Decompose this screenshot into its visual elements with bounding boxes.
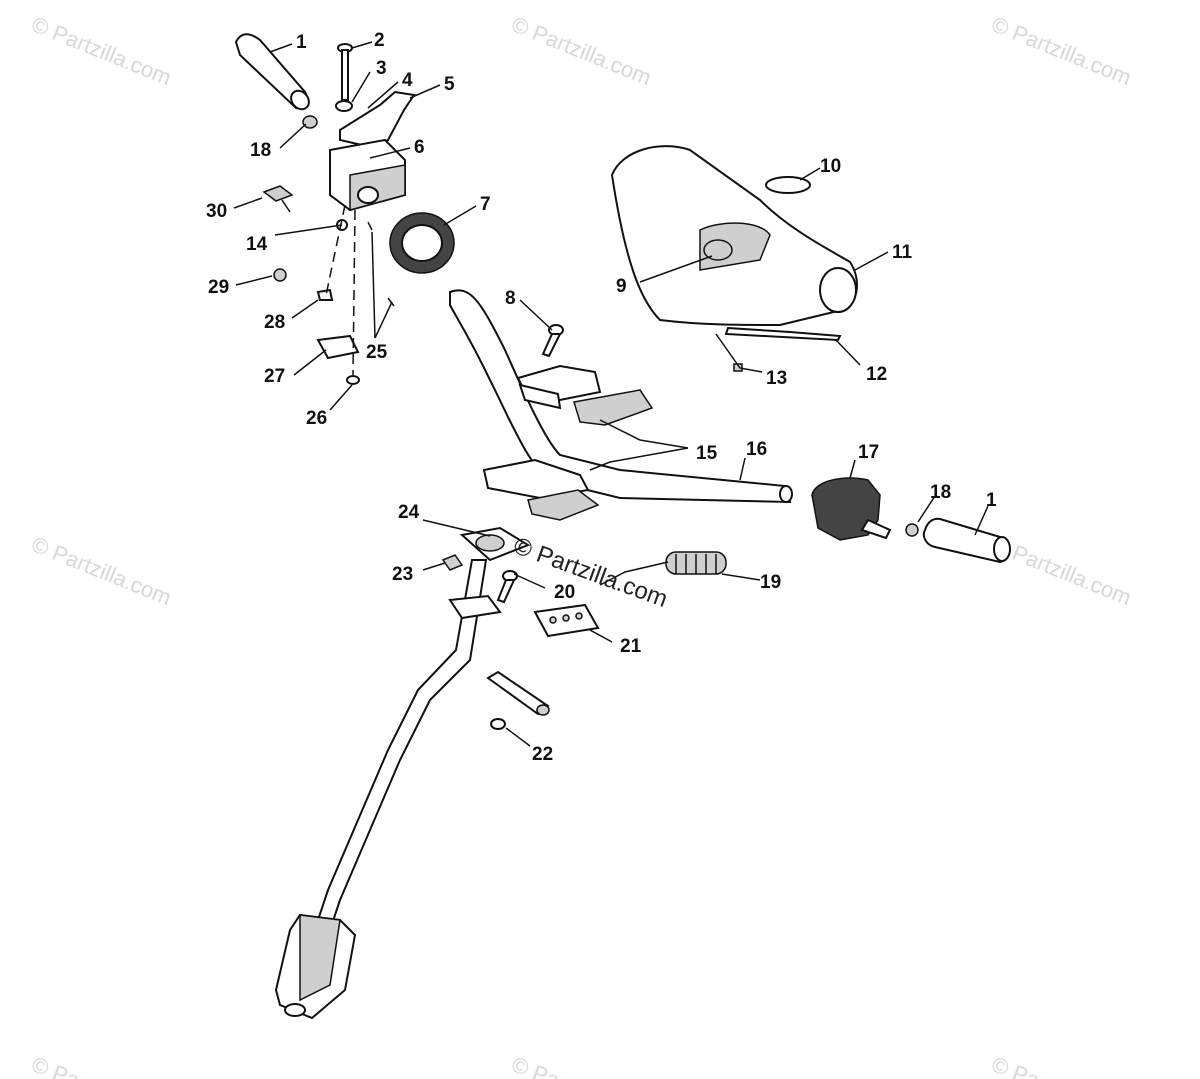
label-13: 13 <box>766 368 787 389</box>
label-1-left: 1 <box>296 32 307 53</box>
upper-plate-24 <box>448 526 531 620</box>
watermark-center: © Partzilla.com <box>510 532 671 613</box>
label-28: 28 <box>264 312 285 333</box>
plug-18-left <box>302 115 318 129</box>
label-18-left: 18 <box>250 140 271 161</box>
label-1-right: 1 <box>986 490 997 511</box>
watermark-mid-left: © Partzilla.com <box>28 531 175 610</box>
label-6: 6 <box>414 137 425 158</box>
bolt-20 <box>496 570 518 604</box>
watermark-top-left: © Partzilla.com <box>28 11 175 90</box>
grip-1-left <box>234 33 310 111</box>
label-15: 15 <box>696 443 718 464</box>
label-10: 10 <box>820 156 841 177</box>
watermark-mid-right: © Partzilla.com <box>988 531 1135 610</box>
bolt-8 <box>541 324 564 358</box>
spacer-22 <box>486 670 550 730</box>
label-4: 4 <box>402 70 413 91</box>
watermark-top-right: © Partzilla.com <box>988 11 1135 90</box>
plate-21 <box>533 603 600 638</box>
oval-10 <box>765 176 811 194</box>
steering-post <box>274 559 488 1020</box>
label-25: 25 <box>366 342 388 363</box>
label-30: 30 <box>206 201 227 222</box>
label-7: 7 <box>480 194 491 215</box>
label-14: 14 <box>246 234 268 255</box>
grip-1-right <box>922 517 1011 564</box>
label-18-right: 18 <box>930 482 951 503</box>
switch-30 <box>262 185 294 213</box>
watermark-bottom-left: © Partzilla.com <box>28 1051 175 1079</box>
label-20: 20 <box>554 582 575 603</box>
label-2: 2 <box>374 30 385 51</box>
clamps-15 <box>482 364 654 521</box>
label-29: 29 <box>208 277 229 298</box>
hand-guard-11 <box>610 145 858 327</box>
label-21: 21 <box>620 636 642 657</box>
plug-18-right <box>905 523 919 537</box>
throttle-block-6 <box>329 138 406 212</box>
watermark-top-center: © Partzilla.com <box>508 11 655 90</box>
washer-3 <box>335 100 353 112</box>
control-17 <box>811 477 892 541</box>
label-23: 23 <box>392 564 413 585</box>
watermark-bottom-right: © Partzilla.com <box>988 1051 1135 1079</box>
label-24: 24 <box>398 502 420 523</box>
label-3: 3 <box>376 58 387 79</box>
heater-19 <box>599 551 727 586</box>
handlebar-16 <box>449 289 793 504</box>
label-17: 17 <box>858 442 879 463</box>
label-27: 27 <box>264 366 285 387</box>
label-8: 8 <box>505 288 516 309</box>
housing-7 <box>389 212 455 274</box>
strip-12 <box>724 326 842 342</box>
label-22: 22 <box>532 744 553 765</box>
label-19: 19 <box>760 572 781 593</box>
bolt-2 <box>337 43 353 101</box>
nut-23 <box>441 554 464 571</box>
lever-5 <box>339 90 416 150</box>
label-11: 11 <box>892 242 913 263</box>
watermark-bottom-center: © Partzilla.com <box>508 1051 655 1079</box>
screw-13 <box>733 363 743 372</box>
label-9: 9 <box>616 276 627 297</box>
label-5: 5 <box>444 74 455 95</box>
label-16: 16 <box>746 439 767 460</box>
part-labels: 1 2 3 4 5 18 6 7 30 14 29 28 25 27 26 8 … <box>206 30 997 765</box>
label-26: 26 <box>306 408 327 429</box>
leader-lines <box>233 41 989 747</box>
label-12: 12 <box>866 364 887 385</box>
